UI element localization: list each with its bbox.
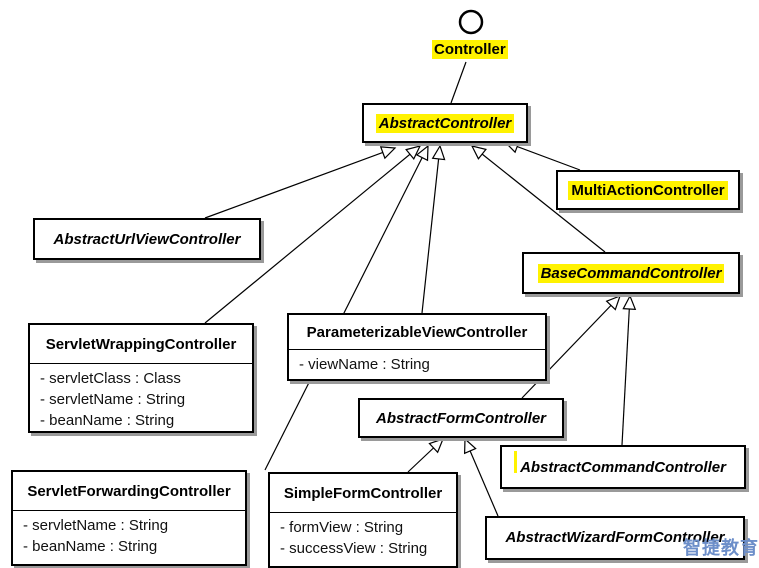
attribute-list: - servletName : String - beanName : Stri… <box>13 510 245 557</box>
abstract-controller-class: AbstractController <box>362 103 528 143</box>
watermark-logo: 智捷教育 <box>683 538 759 559</box>
abstract-url-view-controller-class: AbstractUrlViewController <box>33 218 261 260</box>
parameterizable-view-controller-class: ParameterizableViewController - viewName… <box>287 313 547 381</box>
class-name: AbstractUrlViewController <box>53 230 241 248</box>
attribute: - beanName : String <box>40 412 175 429</box>
class-name: AbstractController <box>375 113 515 133</box>
attribute: - successView : String <box>280 540 428 557</box>
class-name: MultiActionController <box>568 180 728 200</box>
inherit-abstractform <box>521 294 621 399</box>
servlet-forwarding-controller-class: ServletForwardingController - servletNam… <box>11 470 247 566</box>
inherit-parameterizable <box>421 144 446 314</box>
inherit-basecommand <box>470 145 606 253</box>
attribute: - formView : String <box>280 519 404 536</box>
class-name: BaseCommandController <box>537 263 725 283</box>
attribute: - servletName : String <box>40 391 186 408</box>
inherit-servletforwarding <box>264 144 429 471</box>
attribute: - beanName : String <box>23 538 158 555</box>
highlight-mark <box>514 451 517 473</box>
abstract-wizard-form-controller-class: AbstractWizardFormController <box>485 516 745 560</box>
simple-form-controller-class: SimpleFormController - formView : String… <box>268 472 458 568</box>
class-name: AbstractFormController <box>375 409 547 427</box>
class-name: AbstractWizardFormController <box>505 528 725 546</box>
class-name: AbstractCommandController <box>520 458 726 476</box>
attribute: - servletClass : Class <box>40 370 181 387</box>
realization-line <box>450 61 467 104</box>
attribute-list: - servletClass : Class - servletName : S… <box>30 363 252 431</box>
class-name: ParameterizableViewController <box>306 323 528 341</box>
class-name: ServletForwardingController <box>27 482 231 500</box>
inherit-servletwrapping <box>204 145 422 324</box>
inherit-wizardform <box>463 437 499 517</box>
abstract-command-controller-class: AbstractCommandController <box>500 445 746 489</box>
base-command-controller-class: BaseCommandController <box>522 252 740 294</box>
class-name: SimpleFormController <box>283 484 443 502</box>
inherit-multiaction <box>503 140 581 171</box>
inherit-urlview <box>204 146 397 219</box>
attribute: - viewName : String <box>299 356 430 373</box>
attribute-list: - viewName : String <box>289 349 545 375</box>
servlet-wrapping-controller-class: ServletWrappingController - servletClass… <box>28 323 254 433</box>
inherit-simpleform <box>407 438 445 473</box>
inherit-abstractcommand <box>621 294 637 446</box>
controller-interface-label: Controller <box>432 40 508 59</box>
interface-lollipop-icon <box>458 9 484 35</box>
abstract-form-controller-class: AbstractFormController <box>358 398 564 438</box>
attribute: - servletName : String <box>23 517 169 534</box>
class-name: ServletWrappingController <box>45 335 237 353</box>
attribute-list: - formView : String - successView : Stri… <box>270 512 456 559</box>
multi-action-controller-class: MultiActionController <box>556 170 740 210</box>
